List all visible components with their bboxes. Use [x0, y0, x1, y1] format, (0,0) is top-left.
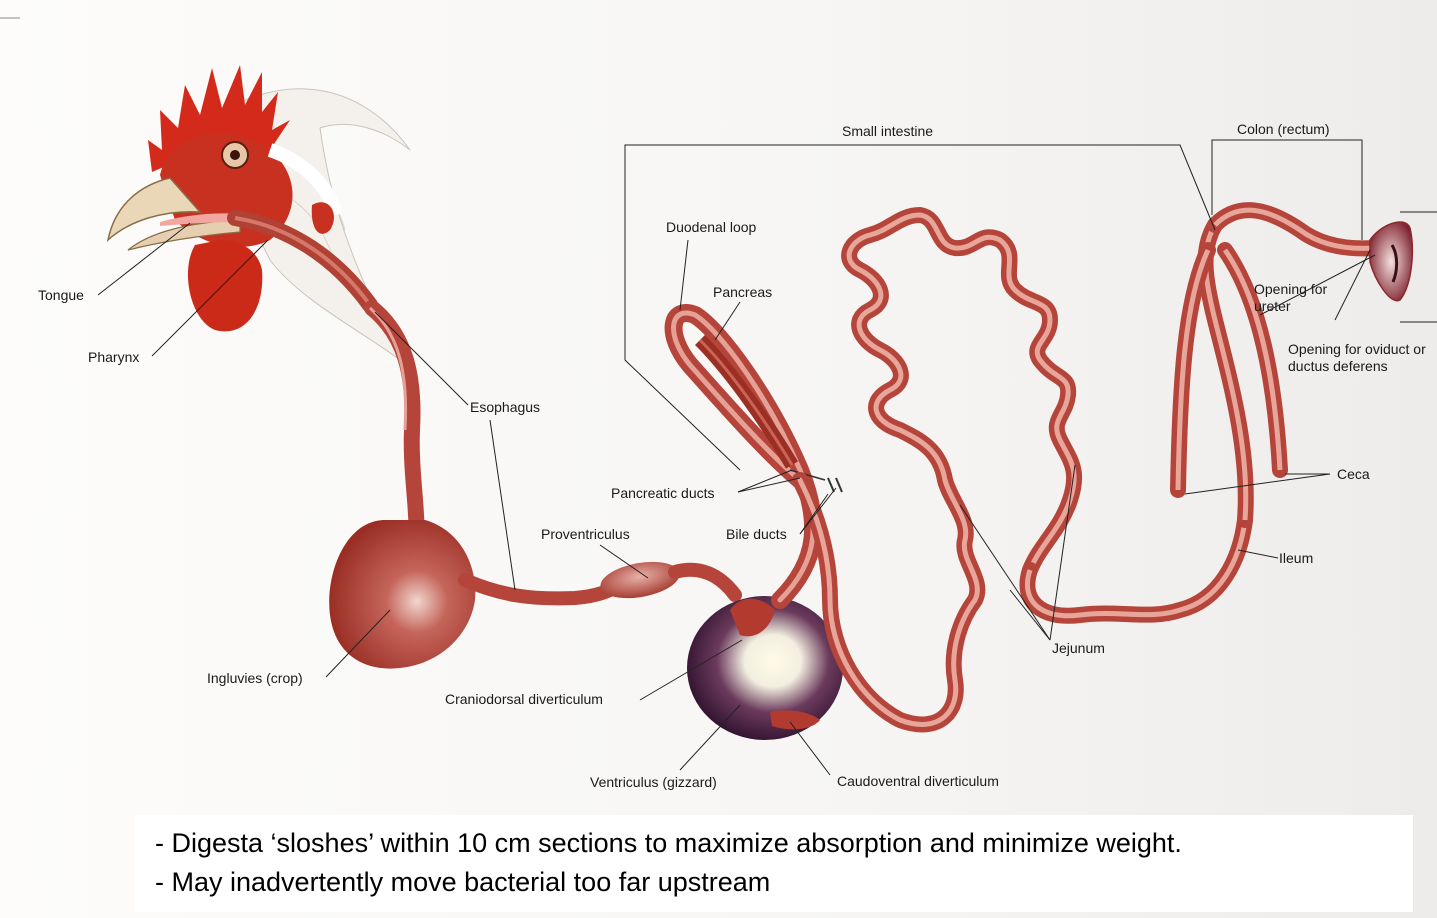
label-opening-ureter: Opening for ureter: [1254, 281, 1349, 315]
label-pharynx: Pharynx: [88, 349, 139, 366]
label-bile-ducts: Bile ducts: [726, 526, 787, 543]
label-small-intestine: Small intestine: [842, 123, 933, 140]
label-pancreatic-ducts: Pancreatic ducts: [611, 485, 715, 502]
label-colon: Colon (rectum): [1237, 121, 1330, 138]
label-duodenal-loop: Duodenal loop: [666, 219, 756, 236]
duodenal-loop: [674, 313, 842, 600]
rooster-head: [108, 65, 410, 360]
notes-box: - Digesta ‘sloshes’ within 10 cm section…: [135, 815, 1413, 912]
label-esophagus: Esophagus: [470, 399, 540, 416]
label-opening-oviduct: Opening for oviduct or ductus deferens: [1288, 341, 1436, 375]
label-tongue: Tongue: [38, 287, 84, 304]
label-ingluvies: Ingluvies (crop): [207, 670, 303, 687]
note-line-2: - May inadvertently move bacterial too f…: [155, 867, 770, 898]
label-jejunum: Jejunum: [1052, 640, 1105, 657]
label-caudoventral: Caudoventral diverticulum: [837, 773, 999, 790]
label-ventriculus: Ventriculus (gizzard): [590, 774, 717, 791]
label-ceca: Ceca: [1337, 466, 1370, 483]
label-pancreas: Pancreas: [713, 284, 772, 301]
label-proventriculus: Proventriculus: [541, 526, 630, 543]
note-line-1: - Digesta ‘sloshes’ within 10 cm section…: [155, 828, 1182, 859]
label-ileum: Ileum: [1279, 550, 1313, 567]
label-craniodorsal: Craniodorsal diverticulum: [445, 691, 603, 708]
esophagus-and-crop: [329, 308, 620, 669]
gizzard-shape: [687, 596, 843, 740]
